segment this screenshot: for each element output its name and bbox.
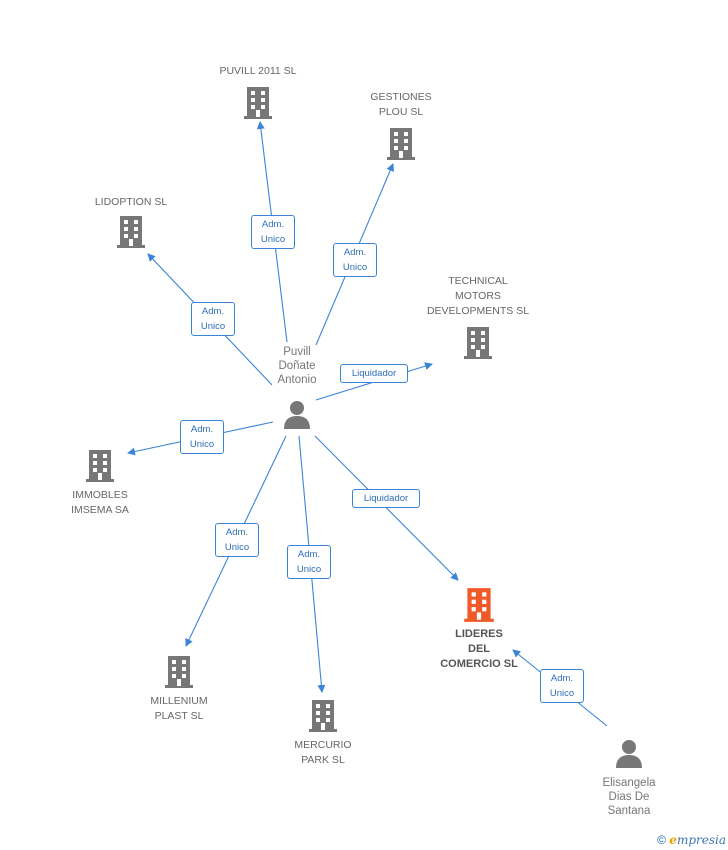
relation-label[interactable]: Liquidador <box>352 489 420 508</box>
company-label: LIDOPTION SL <box>94 196 168 208</box>
relation-label[interactable]: Adm. Unico <box>180 420 224 454</box>
person-puvill-donate-antonio[interactable]: Puvill Doñate Antonio <box>252 345 342 431</box>
person-icon <box>616 740 642 768</box>
company-label: MILLENIUM PLAST SL <box>150 695 208 722</box>
person-icon <box>284 401 310 429</box>
building-icon <box>464 327 492 359</box>
person-label: Elisangela Dias De Santana <box>602 777 656 817</box>
empresia-logo[interactable]: empresia <box>669 833 726 847</box>
company-label: IMMOBLES IMSEMA SA <box>71 489 129 516</box>
relation-label[interactable]: Adm. Unico <box>251 215 295 249</box>
relation-label[interactable]: Adm. Unico <box>191 302 235 336</box>
building-icon <box>165 656 193 688</box>
company-puvill-2011[interactable]: PUVILL 2011 SL <box>200 64 316 121</box>
company-mercurio-park[interactable]: MERCURIO PARK SL <box>272 698 374 768</box>
building-icon <box>244 87 272 119</box>
relation-label[interactable]: Liquidador <box>340 364 408 383</box>
building-icon <box>86 450 114 482</box>
building-icon <box>387 128 415 160</box>
company-immobles-imsema[interactable]: IMMOBLES IMSEMA SA <box>50 448 150 518</box>
company-label: PUVILL 2011 SL <box>219 65 297 77</box>
building-icon <box>309 700 337 732</box>
logo-e: e <box>669 833 677 847</box>
relation-label[interactable]: Adm. Unico <box>333 243 377 277</box>
person-elisangela-dias-de-santana[interactable]: Elisangela Dias De Santana <box>582 738 676 818</box>
building-icon <box>464 588 494 622</box>
company-label: TECHNICAL MOTORS DEVELOPMENTS SL <box>426 275 530 317</box>
company-lideres-del-comercio[interactable]: LIDERES DEL COMERCIO SL <box>420 586 538 672</box>
relation-label[interactable]: Adm. Unico <box>287 545 331 579</box>
edge-lideres <box>314 435 459 581</box>
relation-label[interactable]: Adm. Unico <box>215 523 259 557</box>
empresia-footer: © empresia <box>657 833 726 847</box>
company-gestiones-plou[interactable]: GESTIONES PLOU SL <box>350 90 452 162</box>
person-label: Puvill Doñate Antonio <box>277 346 317 386</box>
company-millenium-plast[interactable]: MILLENIUM PLAST SL <box>128 654 230 724</box>
company-label: LIDERES DEL COMERCIO SL <box>440 628 518 670</box>
building-icon <box>117 216 145 248</box>
company-label: MERCURIO PARK SL <box>294 739 352 766</box>
company-technical-motors[interactable]: TECHNICAL MOTORS DEVELOPMENTS SL <box>418 274 538 361</box>
logo-text: mpresia <box>676 833 726 847</box>
relation-label[interactable]: Adm. Unico <box>540 669 584 703</box>
company-label: GESTIONES PLOU SL <box>370 91 432 118</box>
company-lidoption[interactable]: LIDOPTION SL <box>80 195 182 250</box>
copyright-symbol: © <box>657 833 666 847</box>
